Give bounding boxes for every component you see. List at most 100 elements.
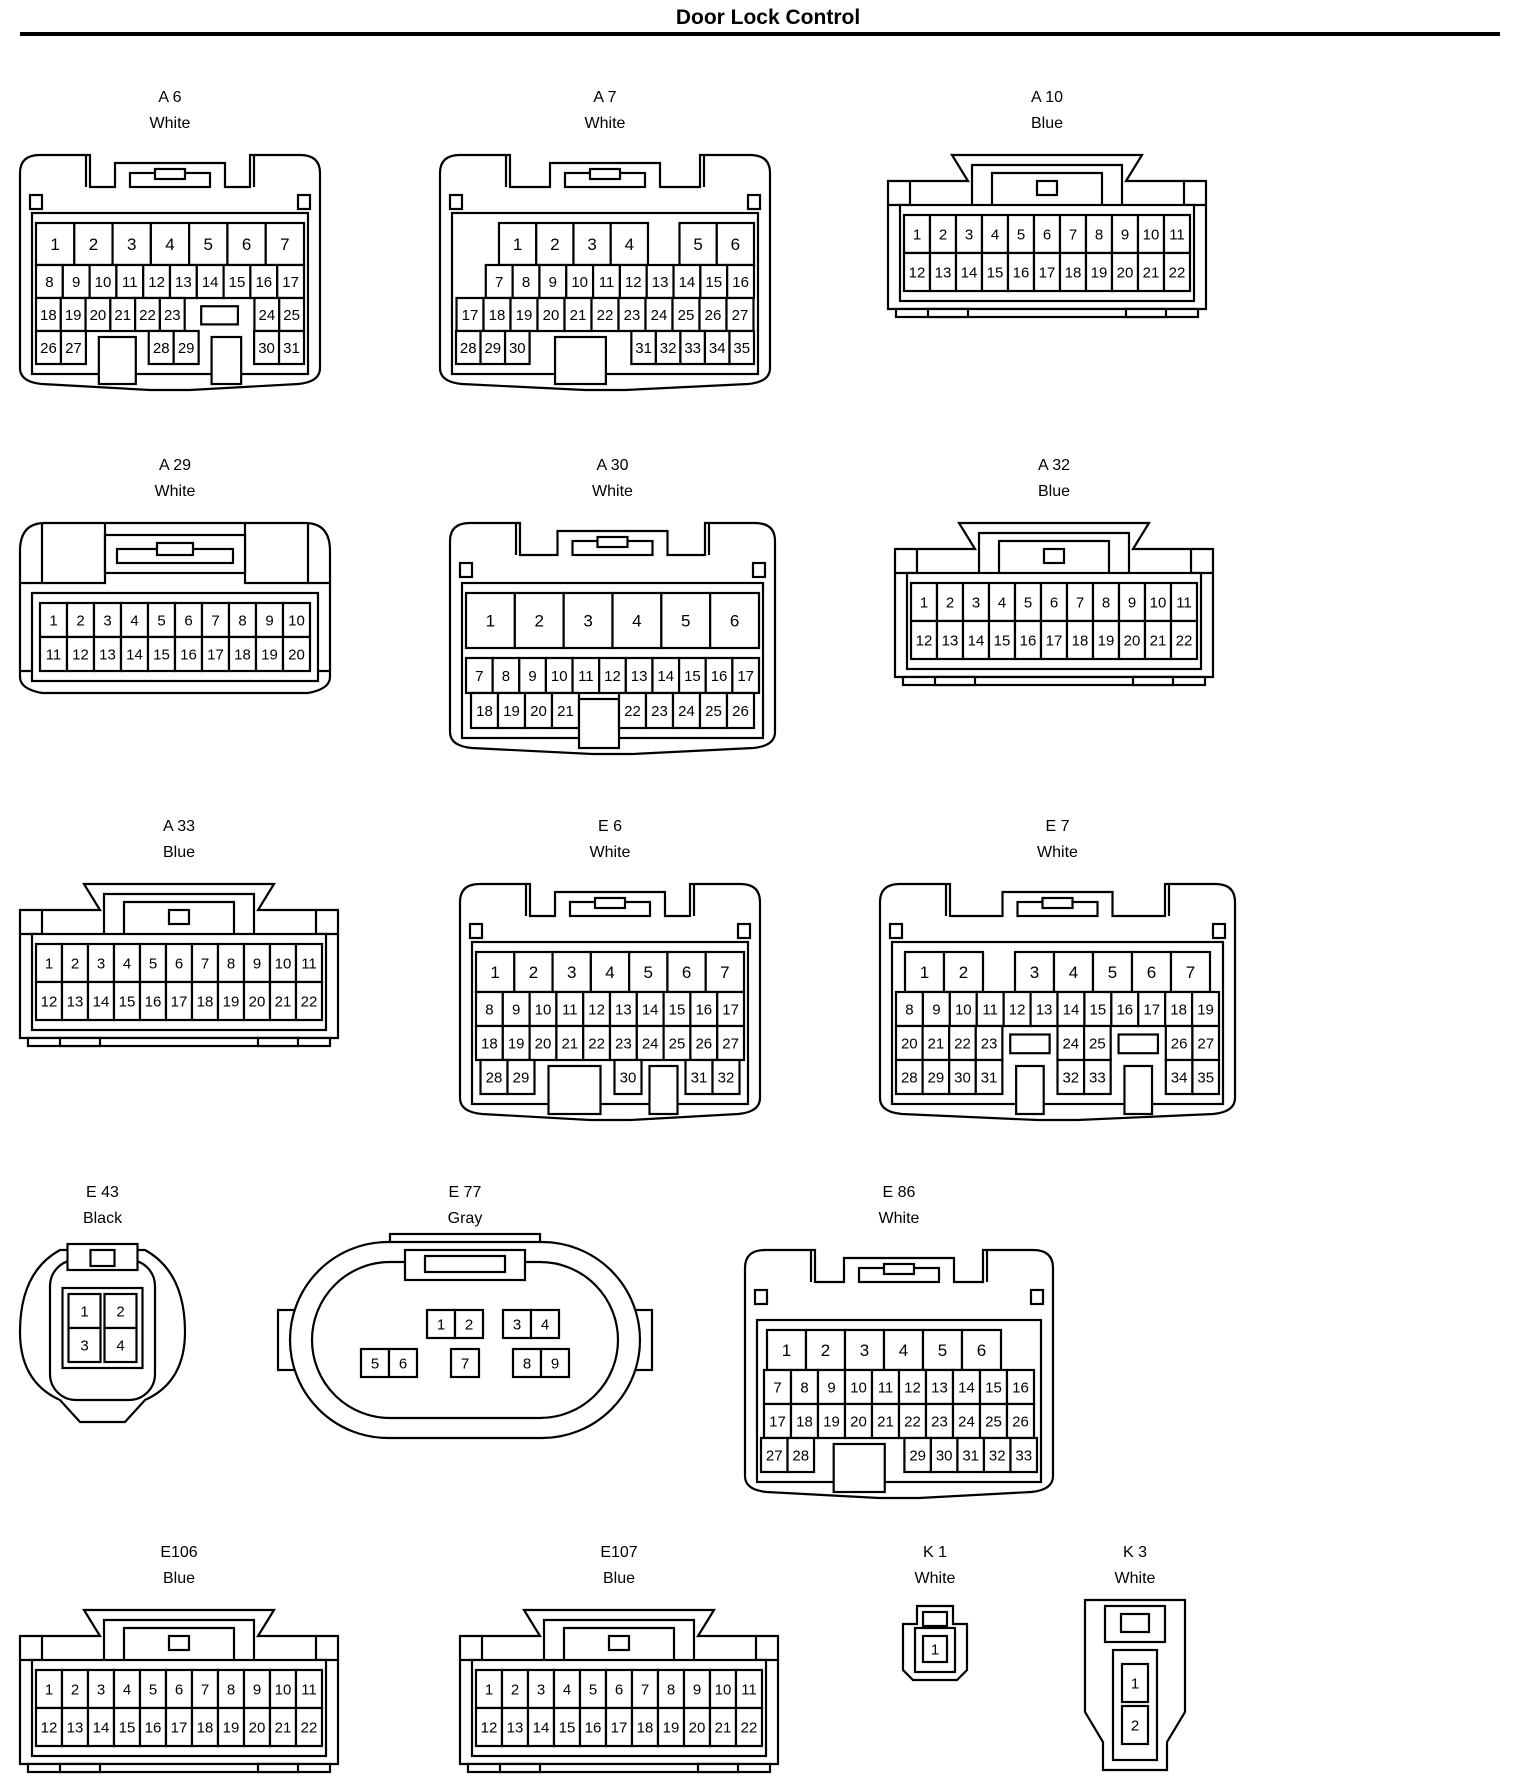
- pin-label: 20: [535, 1035, 552, 1052]
- pin-label: 19: [1091, 264, 1108, 281]
- pin-label: 18: [796, 1413, 813, 1430]
- pin-label: 2: [821, 1341, 830, 1360]
- pin-label: 12: [1009, 1001, 1026, 1018]
- pin-label: 13: [507, 1719, 524, 1736]
- pin-label: 11: [878, 1379, 894, 1396]
- connector-id: K 3: [1123, 1544, 1147, 1561]
- pin-label: 32: [660, 340, 677, 357]
- pin-cell: [1039, 619, 1069, 661]
- pin-cell: [725, 296, 755, 333]
- pin-label: 4: [116, 1337, 124, 1354]
- pin-label: 10: [95, 274, 112, 291]
- pin-label: 10: [551, 668, 568, 685]
- pin-label: 17: [171, 993, 188, 1010]
- pin-cell: [1169, 619, 1199, 661]
- pin-cell: [734, 1706, 764, 1748]
- latch: [746, 193, 762, 211]
- pin-label: 2: [76, 612, 84, 629]
- lock-tab: [596, 535, 629, 549]
- housing-foot: [26, 1036, 332, 1048]
- pin-label: 10: [535, 1001, 552, 1018]
- pin-label: 28: [901, 1069, 918, 1086]
- pin-label: 5: [1017, 226, 1025, 243]
- pin-label: 15: [153, 646, 170, 663]
- pin-cell: [479, 329, 507, 366]
- pin-label: 5: [1024, 594, 1032, 611]
- pin-label: 9: [253, 955, 261, 972]
- housing-foot: [894, 307, 1200, 319]
- pin-label: 7: [1186, 963, 1195, 982]
- pin-cell: [1136, 251, 1166, 293]
- pin-label: 22: [139, 307, 156, 324]
- pin-label: 8: [238, 612, 246, 629]
- pin-label: 23: [931, 1413, 948, 1430]
- pin-cell: [455, 296, 485, 333]
- pin-label: 29: [178, 340, 195, 357]
- pin-label: 24: [642, 1035, 659, 1052]
- pin-label: 4: [563, 1681, 571, 1698]
- pin-label: 7: [495, 274, 503, 291]
- pin-cell: [1117, 619, 1147, 661]
- pin-cell: [786, 1436, 816, 1474]
- pin-label: 10: [955, 1001, 972, 1018]
- pin-label: 1: [50, 235, 59, 254]
- pin-cell: [172, 329, 200, 366]
- pin-label: 3: [587, 235, 596, 254]
- pin-cell: [65, 601, 96, 639]
- pin-cell: [894, 1058, 924, 1096]
- pin-label: 13: [175, 274, 192, 291]
- pin-cell: [630, 329, 657, 366]
- pin-label: 24: [651, 307, 668, 324]
- pin-label: 20: [689, 1719, 706, 1736]
- pin-label: 21: [114, 307, 131, 324]
- pin-cell: [591, 263, 622, 300]
- connector-color: Blue: [603, 1570, 635, 1587]
- pin-label: 35: [733, 340, 750, 357]
- pin-label: 8: [502, 668, 510, 685]
- pin-label: 3: [583, 612, 592, 631]
- pin-cell: [1032, 213, 1062, 255]
- pin-label: 21: [715, 1719, 732, 1736]
- pin-label: 20: [249, 993, 266, 1010]
- pin-label: 18: [1170, 1001, 1187, 1018]
- pin-cell: [227, 635, 258, 673]
- pin-label: 21: [275, 1719, 292, 1736]
- pin-label: 12: [41, 1719, 58, 1736]
- pin-cell: [1056, 1024, 1086, 1062]
- pin-cell: [552, 1706, 582, 1748]
- pin-cell: [294, 980, 324, 1022]
- pin-label: 8: [45, 274, 53, 291]
- pin-label: 9: [693, 1681, 701, 1698]
- connector-color: White: [915, 1570, 956, 1587]
- pin-cell: [112, 1668, 142, 1710]
- pin-label: 4: [625, 235, 634, 254]
- pin-label: 21: [557, 703, 574, 720]
- pin-label: 13: [935, 264, 952, 281]
- pin-label: 31: [981, 1069, 998, 1086]
- pin-label: 15: [684, 668, 701, 685]
- pin-label: 3: [97, 955, 105, 972]
- pin-label: 17: [611, 1719, 628, 1736]
- pin-label: 3: [127, 235, 136, 254]
- pin-label: 6: [175, 1681, 183, 1698]
- pin-label: 2: [529, 963, 538, 982]
- pin-cell: [656, 1668, 686, 1710]
- pin-cell: [816, 1402, 847, 1440]
- pin-label: 9: [512, 1001, 520, 1018]
- pin-cell: [464, 591, 516, 650]
- pin-label: 16: [1020, 632, 1037, 649]
- pin-label: 20: [1117, 264, 1134, 281]
- pin-label: 26: [40, 340, 57, 357]
- pin-cell: [92, 635, 123, 673]
- pin-cell: [277, 329, 306, 366]
- pin-cell: [67, 1292, 102, 1330]
- pin-cell: [613, 1058, 643, 1096]
- pin-cell: [555, 1024, 585, 1062]
- pin-label: 16: [1116, 1001, 1133, 1018]
- pin-label: 14: [202, 274, 219, 291]
- connector-id: E 6: [598, 818, 622, 835]
- pin-label: 3: [97, 1681, 105, 1698]
- pin-label: 6: [1043, 226, 1051, 243]
